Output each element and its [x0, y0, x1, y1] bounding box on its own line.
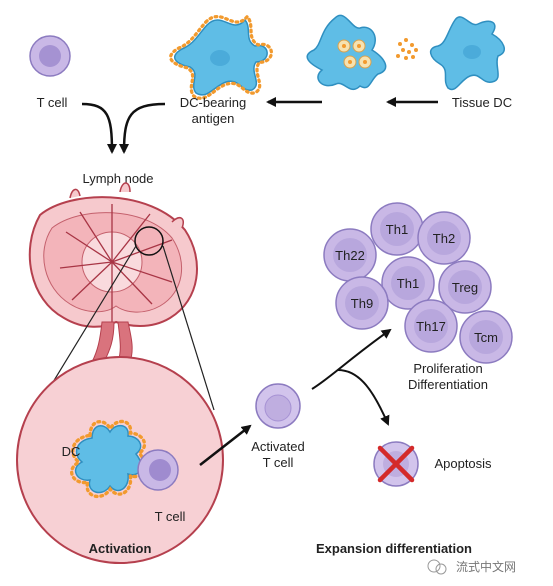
- apoptosis-label: Apoptosis: [434, 456, 492, 471]
- t-cell-label-inset: T cell: [155, 509, 186, 524]
- activation-inset: [16, 356, 224, 564]
- arrow-to-activated: [199, 424, 252, 466]
- subset-cell: Th22: [323, 228, 377, 282]
- subset-cell: Th9: [335, 276, 389, 330]
- zoom-line-right: [162, 245, 215, 411]
- watermark: 流式中文网: [427, 559, 516, 575]
- subset-cell: Tcm: [459, 310, 513, 364]
- subset-label: Th1: [397, 276, 419, 291]
- free-antigen-particles: [396, 38, 418, 60]
- tissue-dc-label: Tissue DC: [452, 95, 512, 110]
- subset-label: Th1: [386, 222, 408, 237]
- subset-label: Th17: [416, 319, 446, 334]
- activated-t-cell: [255, 383, 301, 429]
- activated-t-cell-label: T cell: [263, 455, 294, 470]
- dc-label-inset: DC: [62, 444, 81, 459]
- branch-arrows: [311, 328, 392, 426]
- zoom-circle: [134, 226, 164, 256]
- naive-t-cell: [29, 35, 71, 77]
- dc-bearing-label: DC-bearing: [180, 95, 246, 110]
- subset-cell: Th17: [404, 299, 458, 353]
- arrows-to-lymph-node: [81, 102, 166, 154]
- activation-label: Activation: [89, 541, 152, 556]
- dc-engulfing-antigen: [306, 14, 387, 91]
- subset-label: Treg: [452, 280, 478, 295]
- subset-cell: Treg: [438, 260, 492, 314]
- apoptosis-x-icon: [377, 445, 415, 483]
- antigen-label: antigen: [192, 111, 235, 126]
- subset-label: Th2: [433, 231, 455, 246]
- watermark-text: 流式中文网: [456, 559, 516, 574]
- tissue-dc-cell: [429, 16, 506, 91]
- activated-label: Activated: [251, 439, 304, 454]
- subset-label: Th9: [351, 296, 373, 311]
- subset-label: Tcm: [474, 330, 498, 345]
- lymph-node: [28, 182, 198, 363]
- expansion-differentiation-label: Expansion differentiation: [316, 541, 472, 556]
- subset-label: Th22: [335, 248, 365, 263]
- subset-cell: Th2: [417, 211, 471, 265]
- dc-bearing-antigen-cell: [169, 14, 273, 100]
- t-cell-label: T cell: [37, 95, 68, 110]
- lymph-node-label: Lymph node: [82, 171, 153, 186]
- subset-cell: Th1: [381, 256, 435, 310]
- apoptotic-cell: [373, 441, 419, 487]
- differentiation-label: Differentiation: [408, 377, 488, 392]
- proliferation-label: Proliferation: [413, 361, 482, 376]
- subset-cell: Th1: [370, 202, 424, 256]
